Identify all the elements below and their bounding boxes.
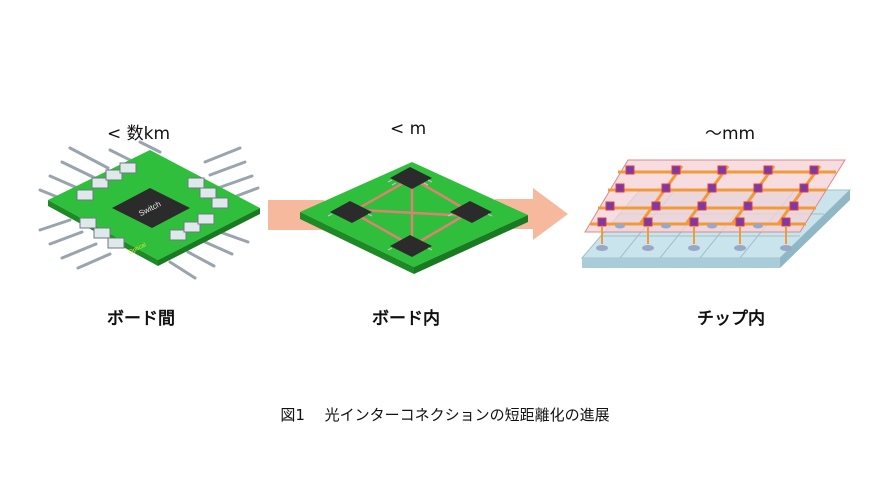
photonic-nodes xyxy=(597,165,819,227)
distance-label-board-to-board: < 数km xyxy=(107,124,171,144)
panel-on-chip xyxy=(580,159,852,268)
optical-fibers xyxy=(38,140,260,280)
chip-pins xyxy=(327,179,493,251)
switch-chip xyxy=(112,188,190,228)
transceiver-modules xyxy=(76,162,229,249)
panel-title-board-to-board: ボード間 xyxy=(107,309,175,329)
panel-on-board xyxy=(300,162,528,274)
optical-layer xyxy=(584,159,846,233)
on-board-chips xyxy=(330,167,492,257)
panel-title-on-chip: チップ内 xyxy=(697,309,765,329)
figure-caption: 図1 光インターコネクションの短距離化の進展 xyxy=(280,406,610,424)
panel-title-on-board: ボード内 xyxy=(372,309,440,329)
distance-label-on-board: < m xyxy=(390,119,427,139)
chip-pads xyxy=(596,223,792,251)
panel-board-to-board: Switch Optical xyxy=(38,140,260,280)
distance-label-on-chip: 〜mm xyxy=(705,124,756,144)
